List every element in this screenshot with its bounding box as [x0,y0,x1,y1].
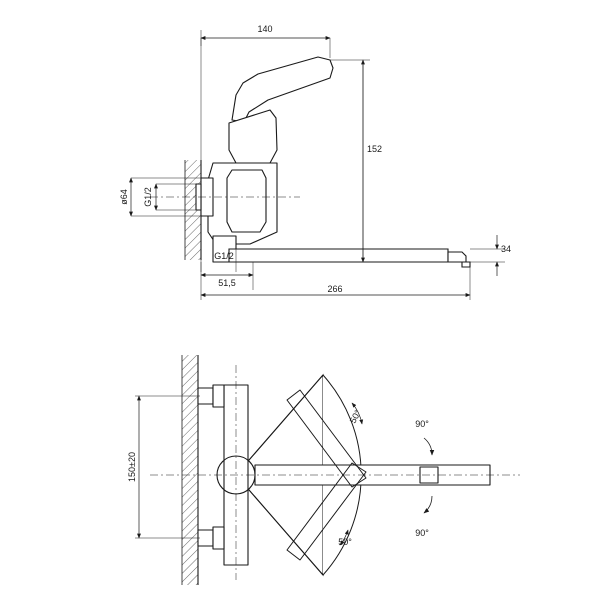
dimension-150pm20: 150±20 [127,395,141,539]
mixer-plan-profile [197,384,491,566]
dimension-label-266: 266 [327,284,342,294]
dimension-label-51-5: 51,5 [218,278,236,288]
spout-profile [228,248,471,268]
dimension-label-34: 34 [501,244,511,254]
dimension-label-140: 140 [257,24,272,34]
dimension-140: 140 [200,24,331,40]
dimension-label-g12-vertical: G1/2 [143,187,153,207]
angle-label-90-lower: 90° [415,528,429,538]
angle-90-lower: 90° [415,495,433,538]
angle-label-90-upper: 90° [415,419,429,429]
dimension-label-150pm20: 150±20 [127,452,137,482]
dimension-label-g12-horizontal: G1/2 [214,251,234,261]
angle-label-50-lower: 50° [338,537,352,547]
top-plan-view: 150±20 50° 50° 90° 90° [127,355,520,585]
dimension-g12-vertical: G1/2 [143,183,158,211]
dimension-label-diameter-64: ø64 [119,189,129,205]
dimension-diameter-64: ø64 [119,177,133,217]
dimension-152: 152 [361,59,382,263]
side-elevation-view: 140 152 266 51,5 34 [119,24,511,300]
angle-label-50-upper: 50° [348,408,363,425]
dimension-34: 34 [495,235,511,276]
dimension-51-5: 51,5 [200,273,254,288]
wall-hatching-plan [181,355,199,585]
plan-axis-lines [150,365,520,580]
angle-50-upper: 50° [348,402,363,425]
dimension-g12-horizontal: G1/2 [214,251,234,261]
plan-extension-lines [135,395,200,539]
dimension-266: 266 [200,284,471,297]
angle-90-upper: 90° [415,419,435,456]
angle-50-lower: 50° [338,529,352,547]
dimension-label-152: 152 [367,144,382,154]
mixer-body-profile [195,56,334,263]
